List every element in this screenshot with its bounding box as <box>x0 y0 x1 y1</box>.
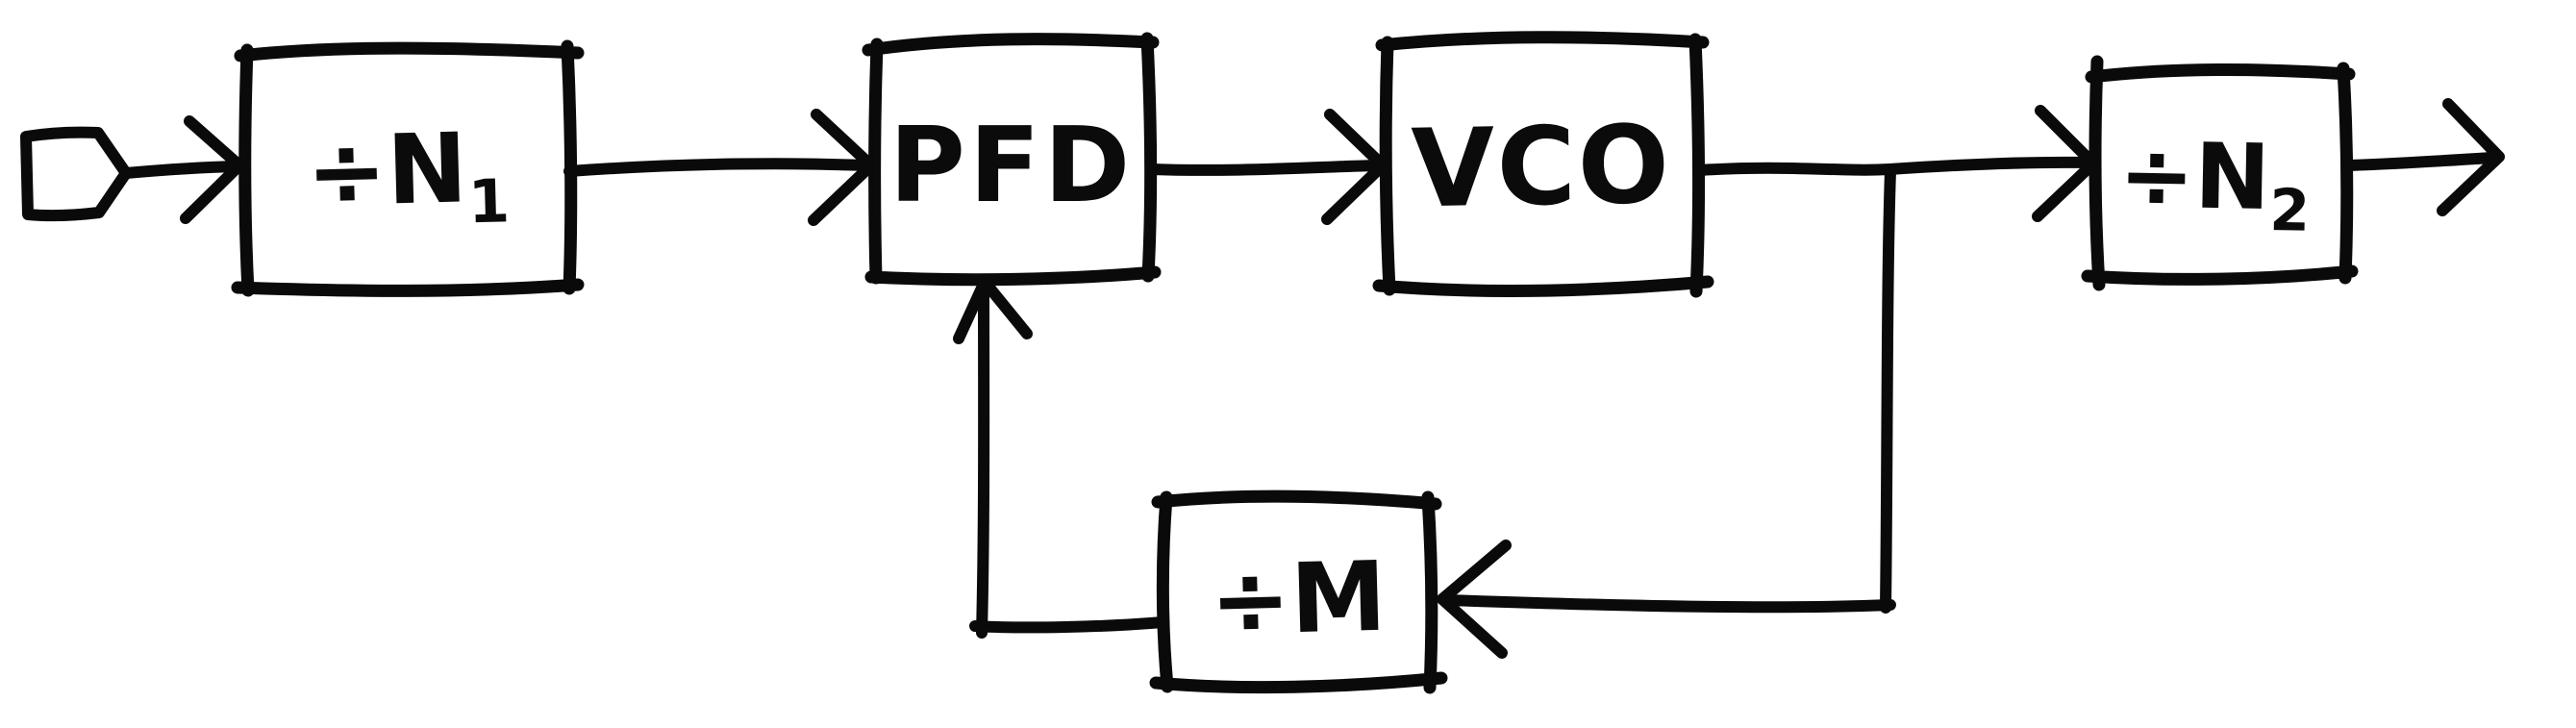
divider-n2-label-main: ÷N <box>2118 123 2271 231</box>
wire-m-to-corner <box>969 616 1168 634</box>
block-divider-n2: ÷N2 <box>2081 55 2359 291</box>
divider-n1-label-subscript: 1 <box>467 165 511 237</box>
wire-corner-up-to-pfd <box>976 279 990 639</box>
divider-n1-label-main: ÷N <box>305 112 468 228</box>
arrowhead-m-input <box>1437 540 1512 659</box>
block-divider-n2-label: ÷N2 <box>2117 123 2311 244</box>
wire-n2-output <box>2343 152 2497 171</box>
block-vco-label: VCO <box>1411 103 1672 233</box>
wire-pfd-to-vco <box>1145 160 1382 176</box>
block-divider-n1: ÷N1 <box>231 39 585 297</box>
block-vco: VCO <box>1372 31 1714 298</box>
block-divider-m: ÷M <box>1149 490 1448 694</box>
wire-feedback-down <box>1880 165 1896 614</box>
wire-n1-to-pfd <box>563 158 870 177</box>
block-pfd-outline <box>862 32 1162 287</box>
wire-input-to-n1 <box>120 161 243 179</box>
input-port-pentagon <box>20 126 132 222</box>
block-pfd-label: PFD <box>889 106 1135 226</box>
block-divider-m-outline <box>1149 490 1448 694</box>
arrowhead-pfd-bottom <box>953 276 1033 344</box>
block-divider-n1-outline <box>231 39 585 297</box>
divider-m-label-main: ÷M <box>1209 540 1388 658</box>
pfd-label-main: PFD <box>889 106 1135 226</box>
divider-n2-label-subscript: 2 <box>2269 177 2311 245</box>
wire-feedback-left <box>1442 594 1896 614</box>
block-divider-n1-label: ÷N1 <box>305 111 511 240</box>
block-divider-m-label: ÷M <box>1209 540 1388 658</box>
block-divider-n2-outline <box>2081 55 2359 291</box>
arrowhead-output <box>2437 98 2505 216</box>
block-vco-outline <box>1372 31 1714 298</box>
block-pfd: PFD <box>862 32 1162 287</box>
vco-label-main: VCO <box>1411 103 1672 233</box>
